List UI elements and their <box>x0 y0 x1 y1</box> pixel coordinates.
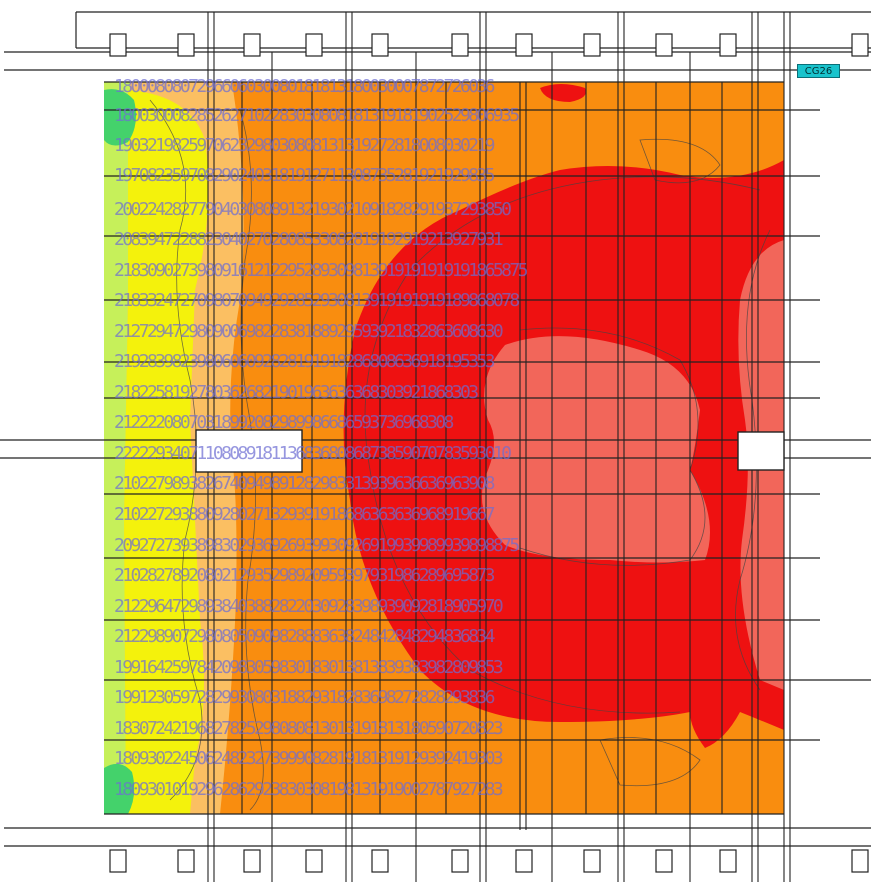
value-row: 2102272938809280271329391918686363636968… <box>114 504 496 525</box>
value-row: 2183090273980916121229528930981391919191… <box>114 260 528 281</box>
pile-caps-bottom <box>109 849 869 873</box>
value-row: 1991642597842098305983018301381383938398… <box>114 657 504 678</box>
pile-cap <box>583 849 601 873</box>
pile-cap <box>719 849 737 873</box>
pile-cap <box>371 849 389 873</box>
value-row: 2083947228823040270280853308281919291921… <box>114 229 504 250</box>
contour-top-loop <box>639 138 721 184</box>
value-row: 2102279893826740949891282983313939636636… <box>114 473 496 494</box>
contour-c-shape <box>364 176 761 714</box>
value-row: 2192839823980606092828191918286808636918… <box>114 351 496 372</box>
pile-cap <box>177 33 195 57</box>
pile-cap <box>851 849 869 873</box>
value-row: 2122989072980805090982888363824842848294… <box>114 626 496 647</box>
pile-cap <box>515 849 533 873</box>
pile-cap <box>655 849 673 873</box>
value-row: 2122964729893840388282203092839893909281… <box>114 596 504 617</box>
opening-right <box>737 431 785 471</box>
value-row: 2182258192780362682190196363636830392186… <box>114 382 479 403</box>
contour-bottom-loop <box>599 737 701 787</box>
pile-cap <box>719 33 737 57</box>
pile-cap <box>109 33 127 57</box>
contour-right <box>735 229 771 691</box>
grid-tag-label: CG26 <box>797 64 840 78</box>
zone-salmon-inner <box>481 336 710 563</box>
pile-cap <box>515 33 533 57</box>
value-row: 2183324727098070949292852930813919191919… <box>114 290 520 311</box>
value-row: 1800300082852627102283030808181319181902… <box>114 105 520 126</box>
value-row: 1903219825970623298030808131319272818008… <box>114 135 496 156</box>
pile-cap <box>243 849 261 873</box>
value-row: 2127294729809006982283818892959392183286… <box>114 321 504 342</box>
pile-cap <box>177 849 195 873</box>
value-row: 1809302245062482327399908281918131912939… <box>114 748 504 769</box>
value-row: 1991230597282993080318829318283698272828… <box>114 687 496 708</box>
value-row: 2102827892080212935298920959397931986289… <box>114 565 496 586</box>
pile-caps-top <box>109 33 869 57</box>
pile-cap <box>655 33 673 57</box>
pile-cap <box>243 33 261 57</box>
value-row: 1830724219682782529808081301319181318059… <box>114 718 504 739</box>
value-row: 2092727393898302936926939930926919939989… <box>114 535 520 556</box>
pile-cap <box>851 33 869 57</box>
pile-cap <box>109 849 127 873</box>
value-row: 2002242827790403080891321930210918282919… <box>114 199 512 220</box>
zone-green-bottom-left <box>104 763 135 814</box>
value-row: 2222293407110808918113683680868738590707… <box>114 443 512 464</box>
pile-cap <box>371 33 389 57</box>
zone-green-top-left <box>104 89 136 146</box>
pile-cap <box>583 33 601 57</box>
zone-yellow-green-left <box>104 82 130 814</box>
value-row: 1970823597082902403181912711308735281921… <box>114 165 496 186</box>
opening-left <box>195 429 303 473</box>
value-row: 1800080807296606030080181813180030007872… <box>114 76 496 97</box>
pile-cap <box>451 849 469 873</box>
pile-cap <box>305 33 323 57</box>
value-row: 1809301019296286292383030819813191900278… <box>114 779 504 800</box>
openings <box>195 429 785 473</box>
pile-cap <box>305 849 323 873</box>
pile-cap <box>451 33 469 57</box>
value-row: 2122220807031899208298998668659373696830… <box>114 412 454 433</box>
zone-yellow-left <box>124 90 209 814</box>
